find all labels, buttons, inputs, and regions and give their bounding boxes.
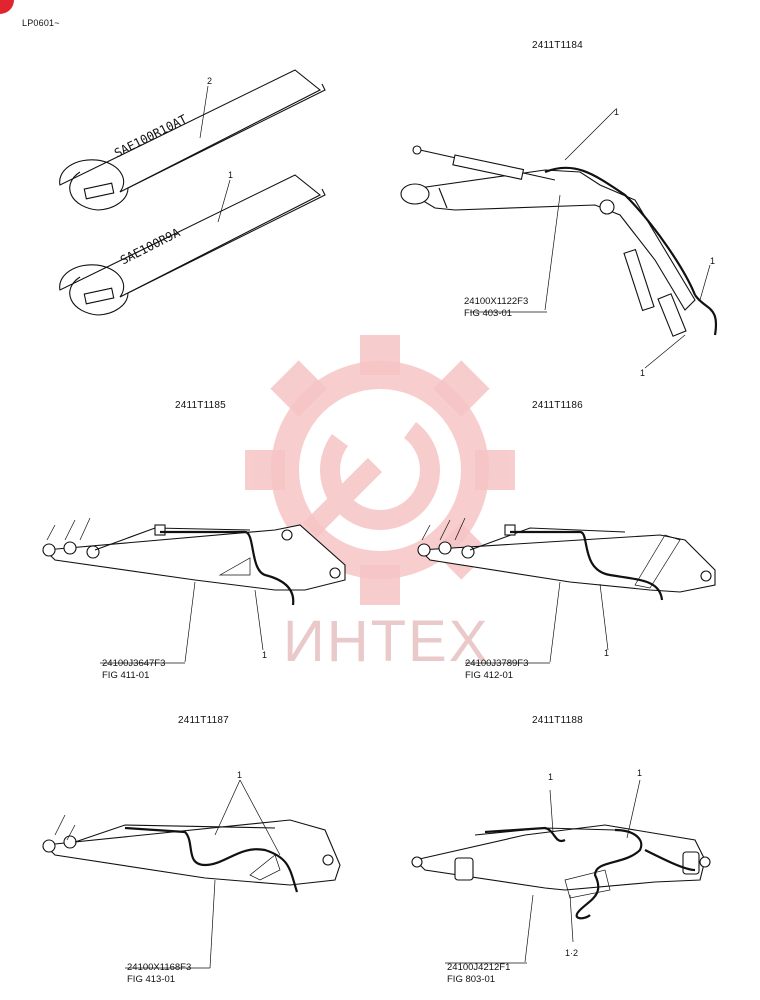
boom-hose-drawing-2411t1184 [400,109,718,369]
watermark-text: ИНТЕХ [283,609,490,674]
fig-ref-1188: FIG 803-01 [447,974,496,985]
callout-1188-right: 1 [637,768,643,778]
callout-1184-top: 1 [614,107,620,117]
hose-tag-drawing [59,69,326,316]
part-number-1188: 24100J4212F1 [447,962,511,973]
callout-1185: 1 [262,650,268,660]
figure-code-2411t1184: 2411T1184 [532,40,583,51]
figure-code-2411t1187: 2411T1187 [178,715,229,726]
boom-hose-drawing-2411t1186 [417,517,716,664]
callout-tag-1: 1 [228,170,234,180]
callout-1188-bottom: 1·2 [565,948,579,958]
callout-1184-bottom: 1 [640,368,646,378]
fig-ref-1186: FIG 412-01 [465,670,514,681]
document-reference: LP0601~ [22,18,60,28]
boom-hose-drawing-2411t1185 [42,517,346,664]
callout-1186: 1 [604,648,610,658]
hose-tag-1 [59,174,326,316]
fig-ref-1187: FIG 413-01 [127,974,176,985]
figure-code-2411t1185: 2411T1185 [175,400,226,411]
part-number-1184: 24100X1122F3 [464,296,529,307]
figure-code-2411t1186: 2411T1186 [532,400,583,411]
part-number-1185: 24100J3647F3 [102,658,166,669]
part-number-1187: 24100X1168F3 [127,962,192,973]
hose-tag-2 [59,69,326,211]
fig-ref-1185: FIG 411-01 [102,670,150,681]
callout-1188-left: 1 [548,772,554,782]
callout-1187: 1 [237,770,243,780]
fig-ref-1184: FIG 403-01 [464,308,513,319]
boom-hose-drawing-2411t1187 [42,779,341,969]
figure-code-2411t1188: 2411T1188 [532,715,583,726]
boom-hose-drawing-2411t1188 [411,779,711,964]
callout-1184-right: 1 [710,256,716,266]
callout-tag-2: 2 [207,76,213,86]
part-number-1186: 24100J3789F3 [465,658,529,669]
